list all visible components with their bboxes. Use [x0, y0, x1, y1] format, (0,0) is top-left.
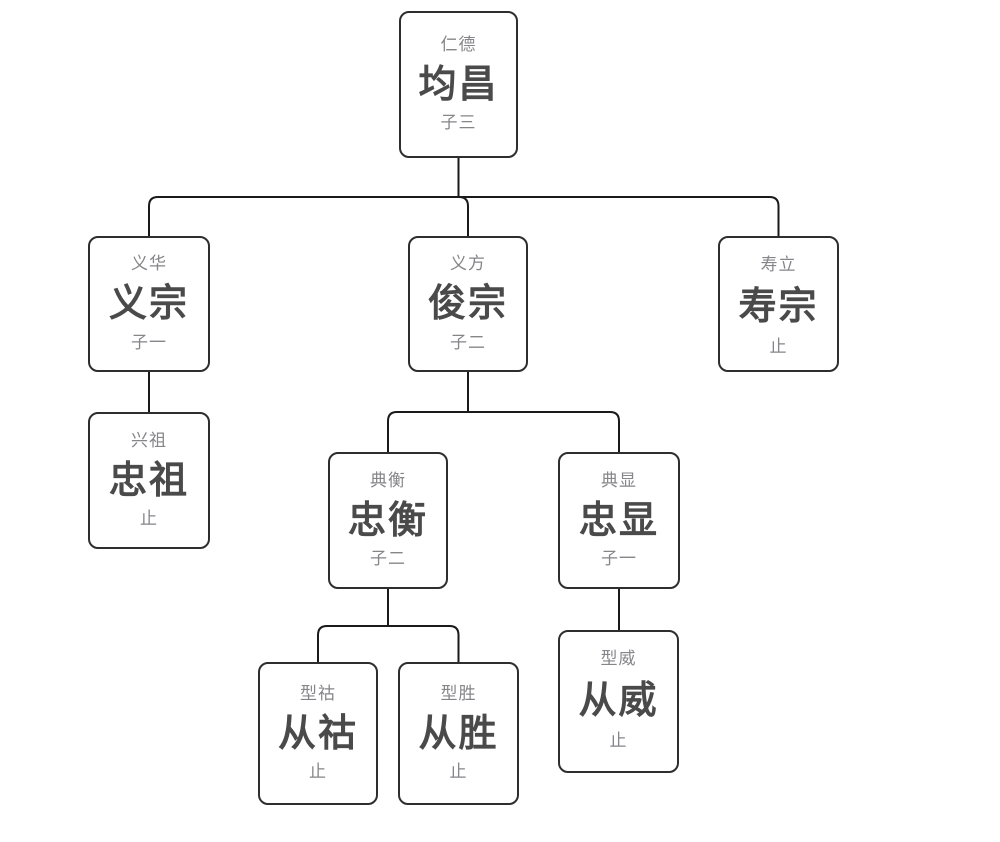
tree-node-zhongzu[interactable]: 兴祖 忠祖 止: [88, 412, 210, 549]
tree-node-conghu[interactable]: 型祜 从祜 止: [258, 662, 378, 805]
node-courtesy-name: 典衡: [370, 470, 406, 490]
node-courtesy-name: 寿立: [760, 255, 797, 274]
tree-node-junchang[interactable]: 仁德 均昌 子三: [399, 11, 518, 158]
node-status: 子一: [601, 549, 637, 569]
node-status: 子二: [370, 549, 406, 569]
node-given-name: 从胜: [418, 712, 499, 755]
node-courtesy-name: 型威: [600, 649, 637, 668]
tree-node-junzong[interactable]: 义方 俊宗 子二: [408, 236, 528, 372]
tree-node-congwei[interactable]: 型威 从威 止: [558, 630, 679, 773]
node-status: 止: [309, 762, 327, 782]
node-status: 止: [449, 762, 468, 782]
node-given-name: 从祜: [277, 712, 358, 755]
node-courtesy-name: 典显: [601, 470, 637, 490]
tree-node-congsheng[interactable]: 型胜 从胜 止: [398, 662, 519, 805]
node-status: 子三: [440, 113, 477, 133]
node-given-name: 均昌: [418, 63, 499, 106]
node-status: 子一: [131, 332, 167, 352]
node-given-name: 从威: [578, 679, 659, 722]
tree-node-zhongxian[interactable]: 典显 忠显 子一: [558, 452, 680, 589]
node-status: 止: [609, 731, 628, 751]
tree-node-zhongheng[interactable]: 典衡 忠衡 子二: [328, 452, 448, 589]
node-status: 子二: [450, 332, 486, 352]
node-courtesy-name: 兴祖: [131, 430, 167, 450]
node-courtesy-name: 型胜: [440, 683, 477, 703]
node-courtesy-name: 仁德: [440, 34, 477, 54]
node-given-name: 忠显: [578, 499, 659, 542]
node-courtesy-name: 义华: [131, 254, 167, 274]
node-given-name: 寿宗: [738, 285, 819, 328]
node-given-name: 忠祖: [108, 459, 189, 502]
node-given-name: 俊宗: [427, 283, 508, 326]
node-status: 止: [140, 509, 158, 529]
tree-node-shouzong[interactable]: 寿立 寿宗 止: [718, 236, 839, 372]
node-given-name: 义宗: [108, 283, 189, 326]
node-courtesy-name: 义方: [450, 254, 486, 274]
node-courtesy-name: 型祜: [300, 683, 336, 703]
node-status: 止: [769, 337, 788, 357]
tree-node-yizong[interactable]: 义华 义宗 子一: [88, 236, 210, 372]
node-given-name: 忠衡: [347, 499, 428, 542]
